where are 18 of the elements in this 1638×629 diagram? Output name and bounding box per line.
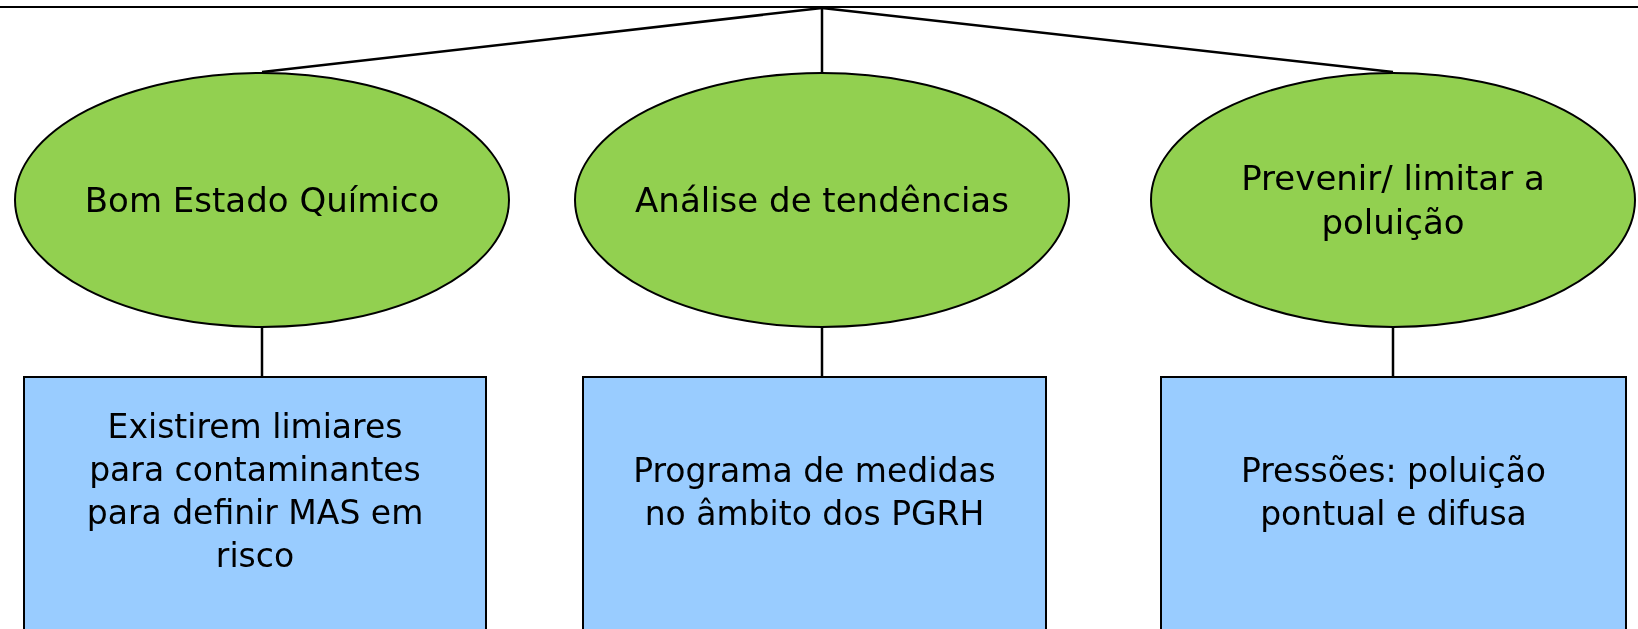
connector-line: [820, 328, 824, 376]
connector-line: [820, 8, 824, 72]
node-label: Programa de medidas no âmbito dos PGRH: [632, 450, 997, 535]
node-label: Bom Estado Químico: [84, 178, 440, 222]
connector-line: [260, 328, 264, 376]
node-label: Prevenir/ limitar a poluição: [1240, 156, 1546, 244]
connector-line: [261, 6, 823, 74]
node-label: Pressões: poluição pontual e difusa: [1239, 450, 1548, 535]
node-label: Existirem limiares para contaminantes para definir MAS em risco: [85, 406, 425, 577]
text-box: [1160, 376, 1627, 629]
text-box: [582, 376, 1047, 629]
connector-line: [1391, 328, 1395, 376]
text-box: [23, 376, 487, 629]
ellipse-node: [574, 72, 1070, 328]
ellipse-node: [14, 72, 510, 328]
node-label: Análise de tendências: [635, 178, 1009, 222]
connector-line: [821, 6, 1394, 74]
ellipse-node: [1150, 72, 1636, 328]
